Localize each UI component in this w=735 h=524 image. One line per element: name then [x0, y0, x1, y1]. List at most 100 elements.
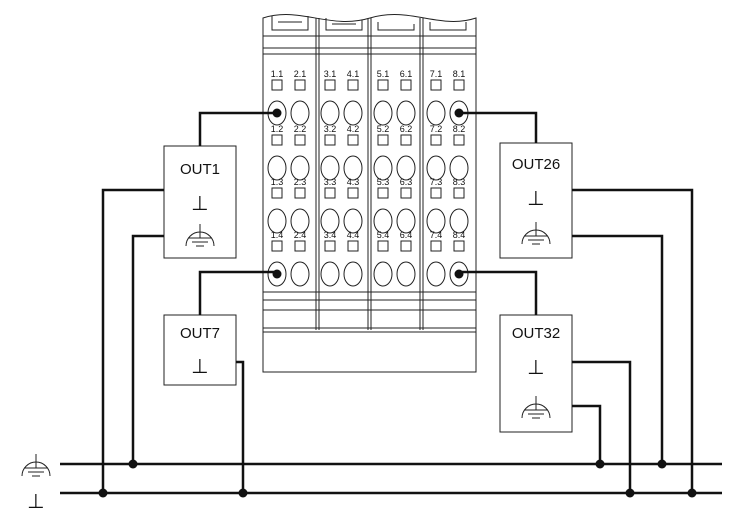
wire-out26-ground — [572, 188, 694, 493]
terminal-screw — [449, 208, 469, 234]
terminal-label: 4.2 — [347, 124, 360, 134]
terminal-label: 6.4 — [400, 230, 413, 240]
terminal-screw — [373, 155, 393, 181]
out1-module: OUT1 ⊥ — [163, 145, 237, 259]
terminal-screw — [343, 261, 363, 287]
terminal-marker — [430, 187, 442, 199]
terminal-marker — [400, 134, 412, 146]
terminal-label: 5.3 — [377, 177, 390, 187]
wire-out7-signal — [198, 270, 277, 315]
terminal-marker — [377, 134, 389, 146]
terminal-label: 6.1 — [400, 69, 413, 79]
terminal-marker — [377, 187, 389, 199]
terminal-screw — [426, 155, 446, 181]
wire-out32-pe — [572, 404, 602, 464]
protective-earth-icon — [185, 224, 215, 247]
ground-icon: ⊥ — [191, 354, 208, 378]
terminal-marker — [271, 240, 283, 252]
wire-out1-signal — [198, 111, 277, 146]
wire-out26-pe — [572, 234, 664, 464]
terminal-marker — [324, 134, 336, 146]
terminal-screw — [396, 100, 416, 126]
terminal-label: 2.3 — [294, 177, 307, 187]
terminal-screw — [267, 155, 287, 181]
terminal-label: 8.1 — [453, 69, 466, 79]
out32-label: OUT32 — [512, 325, 560, 342]
terminal-label: 2.1 — [294, 69, 307, 79]
wire-out32-signal — [459, 270, 538, 315]
terminal-label: 1.3 — [271, 177, 284, 187]
terminal-screw — [373, 100, 393, 126]
terminal-label: 8.2 — [453, 124, 466, 134]
terminal-marker — [377, 240, 389, 252]
terminal-label: 6.3 — [400, 177, 413, 187]
terminal-label: 2.4 — [294, 230, 307, 240]
terminal-label: 3.1 — [324, 69, 337, 79]
wire-out32-ground — [572, 360, 632, 493]
terminal-screw — [426, 261, 446, 287]
terminal-label: 4.4 — [347, 230, 360, 240]
protective-earth-icon — [521, 222, 551, 245]
terminal-label: 3.2 — [324, 124, 337, 134]
terminal-screw — [320, 261, 340, 287]
terminal-marker — [377, 79, 389, 91]
terminal-marker — [294, 240, 306, 252]
terminal-marker — [324, 240, 336, 252]
terminal-marker — [347, 187, 359, 199]
terminal-marker — [453, 79, 465, 91]
terminal-marker — [271, 187, 283, 199]
terminal-marker — [400, 187, 412, 199]
protective-earth-icon — [521, 396, 551, 419]
terminal-screw — [426, 100, 446, 126]
terminal-marker — [347, 134, 359, 146]
terminal-screw — [373, 261, 393, 287]
terminal-marker — [453, 240, 465, 252]
terminal-screw — [396, 208, 416, 234]
terminal-label: 1.2 — [271, 124, 284, 134]
terminal-marker — [430, 79, 442, 91]
ground-bus-symbol: ⊥ — [27, 489, 44, 513]
out26-label: OUT26 — [512, 156, 560, 173]
out1-label: OUT1 — [180, 161, 220, 178]
terminal-screw — [290, 208, 310, 234]
terminal-screw — [396, 155, 416, 181]
terminal-screw — [373, 208, 393, 234]
terminal-label: 5.4 — [377, 230, 390, 240]
terminal-marker — [400, 240, 412, 252]
terminal-marker — [271, 134, 283, 146]
terminal-screw — [320, 208, 340, 234]
terminal-label: 3.4 — [324, 230, 337, 240]
terminal-screw — [426, 208, 446, 234]
terminal-screw — [343, 100, 363, 126]
terminal-label: 7.3 — [430, 177, 443, 187]
terminal-screw — [290, 261, 310, 287]
terminal-label: 1.4 — [271, 230, 284, 240]
terminal-marker — [271, 79, 283, 91]
terminal-marker — [347, 240, 359, 252]
terminal-label: 3.3 — [324, 177, 337, 187]
terminal-label: 6.2 — [400, 124, 413, 134]
terminal-screw — [267, 208, 287, 234]
terminal-marker — [400, 79, 412, 91]
terminal-marker — [294, 187, 306, 199]
wire-out1-pe — [131, 234, 164, 464]
ground-icon: ⊥ — [191, 191, 208, 215]
out7-label: OUT7 — [180, 325, 220, 342]
ground-icon: ⊥ — [527, 186, 544, 210]
terminal-marker — [430, 134, 442, 146]
terminal-screw — [290, 155, 310, 181]
terminal-screw — [320, 155, 340, 181]
terminal-marker — [294, 79, 306, 91]
terminal-screw — [343, 155, 363, 181]
terminal-label: 1.1 — [271, 69, 284, 79]
terminal-label: 4.3 — [347, 177, 360, 187]
terminal-screw — [320, 100, 340, 126]
wire-out26-signal — [459, 111, 538, 143]
wiring — [60, 111, 722, 495]
terminal-label: 7.1 — [430, 69, 443, 79]
out32-module: OUT32 ⊥ — [499, 314, 573, 433]
terminal-label: 5.1 — [377, 69, 390, 79]
terminal-marker — [324, 79, 336, 91]
out7-module: OUT7 ⊥ — [163, 314, 237, 386]
terminal-screw — [449, 155, 469, 181]
